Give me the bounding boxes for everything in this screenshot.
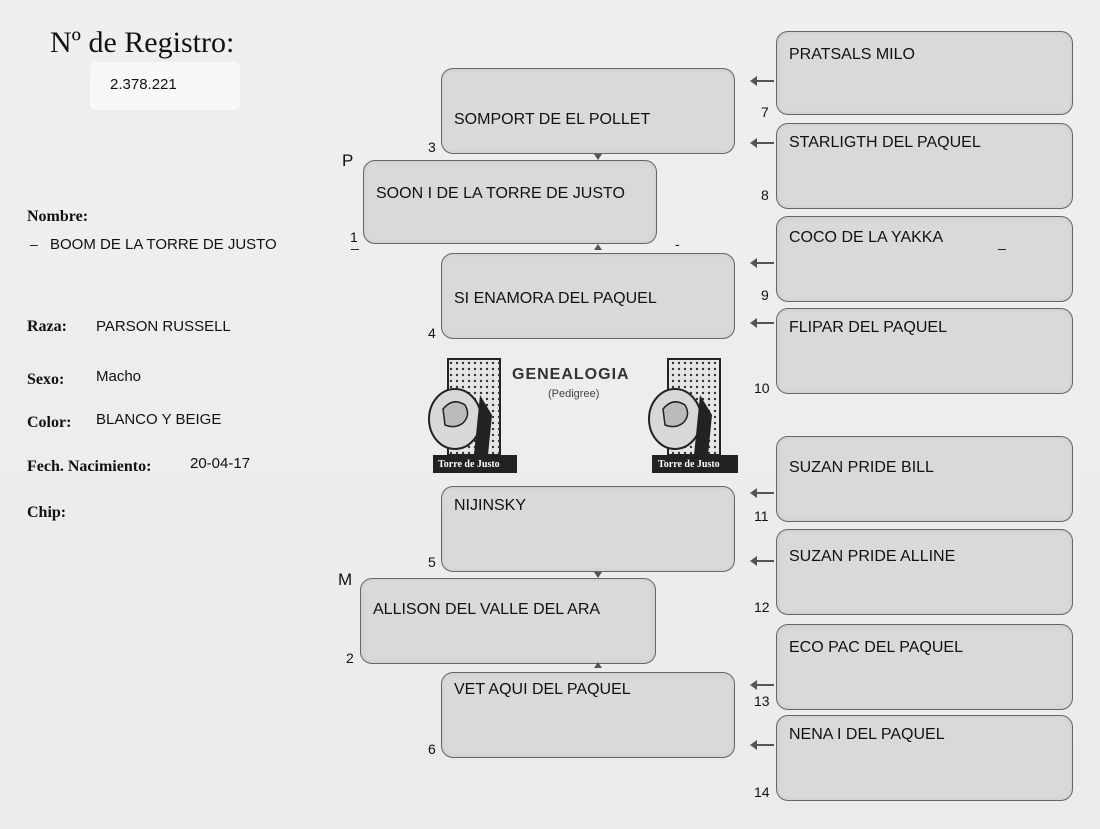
madre-marker: M <box>338 570 353 589</box>
connector-5-2 <box>594 572 602 578</box>
genealogia-title: GENEALOGIA <box>512 366 630 383</box>
genealogia-logo <box>425 355 740 477</box>
pedigree-box-14: NENA I DEL PAQUEL <box>776 715 1073 801</box>
raza-value: PARSON RUSSELL <box>96 318 231 335</box>
raza-label: Raza: <box>27 318 67 335</box>
pedigree-num-5: 5 <box>428 554 436 570</box>
registro-box: 2.378.221 <box>90 62 240 110</box>
pedigree-box-3: SOMPORT DE EL POLLET <box>441 68 735 154</box>
pedigree-name-13: ECO PAC DEL PAQUEL <box>789 639 963 656</box>
pedigree-box-6: VET AQUI DEL PAQUEL <box>441 672 735 758</box>
pedigree-num-11: 11 <box>754 508 769 524</box>
pedigree-name-10: FLIPAR DEL PAQUEL <box>789 319 947 336</box>
pedigree-name-3: SOMPORT DE EL POLLET <box>454 111 651 128</box>
underline-mark: _ <box>351 234 359 250</box>
pedigree-num-4: 4 <box>428 325 436 341</box>
pedigree-box-12: SUZAN PRIDE ALLINE <box>776 529 1073 615</box>
pedigree-num-9: 9 <box>761 287 769 303</box>
connector-6-2 <box>594 662 602 668</box>
pedigree-name-7: PRATSALS MILO <box>789 46 915 63</box>
fecha-label: Fech. Nacimiento: <box>27 458 152 475</box>
pedigree-box-9: COCO DE LA YAKKA <box>776 216 1073 302</box>
arrow-11 <box>750 488 774 498</box>
tower-dog-emblem-icon <box>428 358 738 473</box>
pedigree-box-7: PRATSALS MILO <box>776 31 1073 115</box>
nombre-dash: – <box>30 236 38 252</box>
pedigree-box-8: STARLIGTH DEL PAQUEL <box>776 123 1073 209</box>
pedigree-name-9: COCO DE LA YAKKA <box>789 229 944 246</box>
pedigree-name-11: SUZAN PRIDE BILL <box>789 459 934 476</box>
pedigree-num-1: 1 <box>350 229 358 245</box>
color-value: BLANCO Y BEIGE <box>96 411 222 428</box>
arrow-7 <box>750 76 774 86</box>
stray-mark: - <box>675 236 680 252</box>
color-label: Color: <box>27 414 72 431</box>
pedigree-name-12: SUZAN PRIDE ALLINE <box>789 548 956 565</box>
pedigree-box-4: SI ENAMORA DEL PAQUEL <box>441 253 735 339</box>
emblem-label-left: Torre de Justo <box>438 459 500 470</box>
pedigree-num-7: 7 <box>761 104 769 120</box>
pedigree-name-5: NIJINSKY <box>454 497 527 514</box>
pedigree-name-1: SOON I DE LA TORRE DE JUSTO <box>376 185 625 202</box>
fecha-value: 20-04-17 <box>190 455 251 472</box>
pedigree-num-2: 2 <box>346 650 354 666</box>
pedigree-box-10: FLIPAR DEL PAQUEL <box>776 308 1073 394</box>
arrow-9 <box>750 258 774 268</box>
stray-mark: – <box>998 240 1006 256</box>
pedigree-name-8: STARLIGTH DEL PAQUEL <box>789 134 981 151</box>
pedigree-num-12: 12 <box>754 599 770 615</box>
pedigree-num-13: 13 <box>754 693 770 709</box>
pedigree-num-10: 10 <box>754 380 770 396</box>
pedigree-num-3: 3 <box>428 139 436 155</box>
pedigree-name-2: ALLISON DEL VALLE DEL ARA <box>373 601 601 618</box>
pedigree-name-14: NENA I DEL PAQUEL <box>789 726 945 743</box>
pedigree-num-14: 14 <box>754 784 770 800</box>
nombre-value: BOOM DE LA TORRE DE JUSTO <box>50 236 277 253</box>
arrow-14 <box>750 740 774 750</box>
connector-3-1 <box>594 154 602 160</box>
arrow-12 <box>750 556 774 566</box>
emblem-label-right: Torre de Justo <box>658 459 720 470</box>
pedigree-num-6: 6 <box>428 741 436 757</box>
pedigree-name-4: SI ENAMORA DEL PAQUEL <box>454 290 657 307</box>
sexo-label: Sexo: <box>27 371 65 388</box>
padre-marker: P <box>342 151 354 170</box>
connector-4-1 <box>594 244 602 250</box>
pedigree-box-2: ALLISON DEL VALLE DEL ARA <box>360 578 656 664</box>
arrow-13 <box>750 680 774 690</box>
arrow-10 <box>750 318 774 328</box>
arrow-8 <box>750 138 774 148</box>
pedigree-name-6: VET AQUI DEL PAQUEL <box>454 681 631 698</box>
pedigree-num-8: 8 <box>761 187 769 203</box>
pedigree-box-5: NIJINSKY <box>441 486 735 572</box>
chip-label: Chip: <box>27 504 67 521</box>
registro-label: Nº de Registro: <box>50 26 235 59</box>
pedigree-box-1: SOON I DE LA TORRE DE JUSTO <box>363 160 657 244</box>
sexo-value: Macho <box>96 368 142 385</box>
pedigree-box-11: SUZAN PRIDE BILL <box>776 436 1073 522</box>
nombre-label: Nombre: <box>27 208 89 225</box>
genealogia-subtitle: (Pedigree) <box>548 388 600 400</box>
registro-value: 2.378.221 <box>110 76 177 93</box>
pedigree-box-13: ECO PAC DEL PAQUEL <box>776 624 1073 710</box>
